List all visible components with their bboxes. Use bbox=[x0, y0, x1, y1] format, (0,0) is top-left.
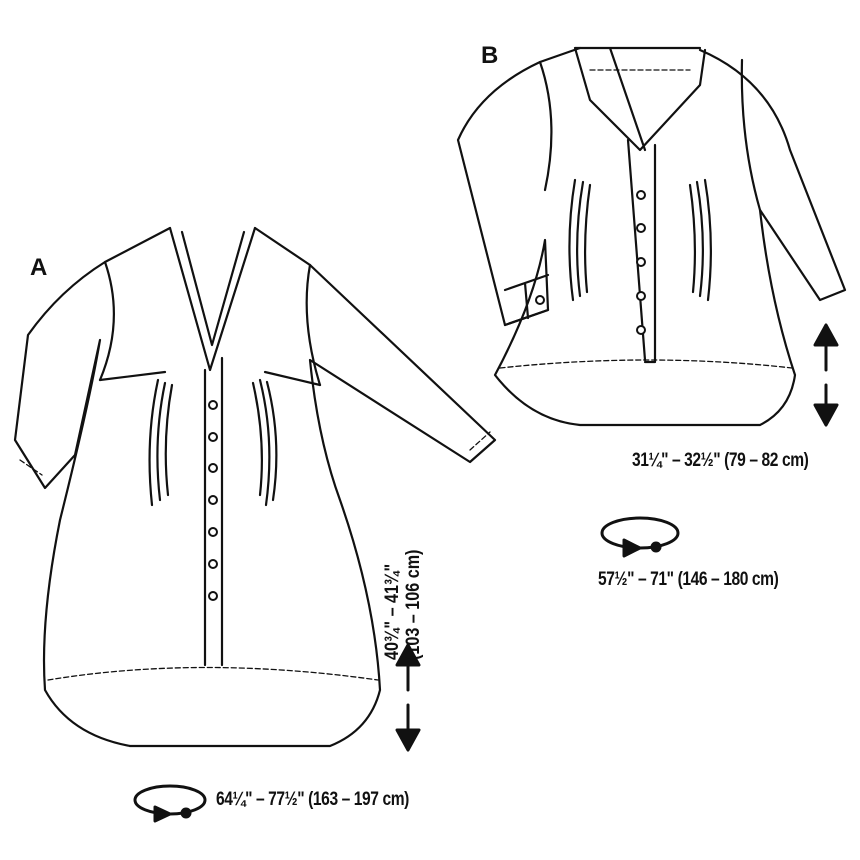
garment-b-hem-stitch bbox=[499, 69, 793, 369]
garment-a-hem-stitch bbox=[19, 431, 491, 681]
garment-a-armhole bbox=[98, 260, 322, 387]
garment-b-neckline bbox=[626, 138, 657, 364]
garment-b-body bbox=[456, 46, 847, 427]
garment-b-collar bbox=[573, 46, 707, 152]
garment-b-circumference: 57½" – 71" (146 – 180 cm) bbox=[598, 569, 779, 590]
garment-a-body bbox=[13, 226, 497, 748]
garment-b-cuff bbox=[503, 273, 550, 327]
garment-a-neckline bbox=[168, 226, 257, 372]
garment-a-label: A bbox=[30, 254, 48, 281]
garment-a-length-inches: 40¾" – 41¾" bbox=[382, 563, 403, 660]
garment-a-buttons bbox=[208, 400, 218, 601]
garment-a-circumference: 64¼" – 77½" (163 – 197 cm) bbox=[216, 789, 409, 810]
length-arrow-b bbox=[813, 323, 839, 427]
garment-a-pleats bbox=[148, 378, 278, 507]
garment-a-length: 40¾" – 41¾" (103 – 106 cm) bbox=[382, 530, 424, 660]
garment-a-yoke bbox=[98, 370, 322, 387]
circumference-icon-a bbox=[133, 784, 207, 823]
garment-a-length-cm: (103 – 106 cm) bbox=[403, 549, 424, 660]
garment-b-label: B bbox=[481, 42, 499, 69]
garment-a-drawing bbox=[13, 226, 497, 748]
garment-b-pleats bbox=[568, 178, 712, 302]
garment-b-buttons bbox=[535, 190, 646, 335]
garment-b-drawing bbox=[456, 46, 847, 427]
garment-b-armhole bbox=[538, 58, 762, 212]
length-arrow-a bbox=[395, 643, 421, 752]
circumference-icon-b bbox=[600, 516, 680, 558]
garment-a-placket bbox=[203, 356, 224, 667]
garment-b-length: 31¼" – 32½" (79 – 82 cm) bbox=[632, 450, 809, 471]
